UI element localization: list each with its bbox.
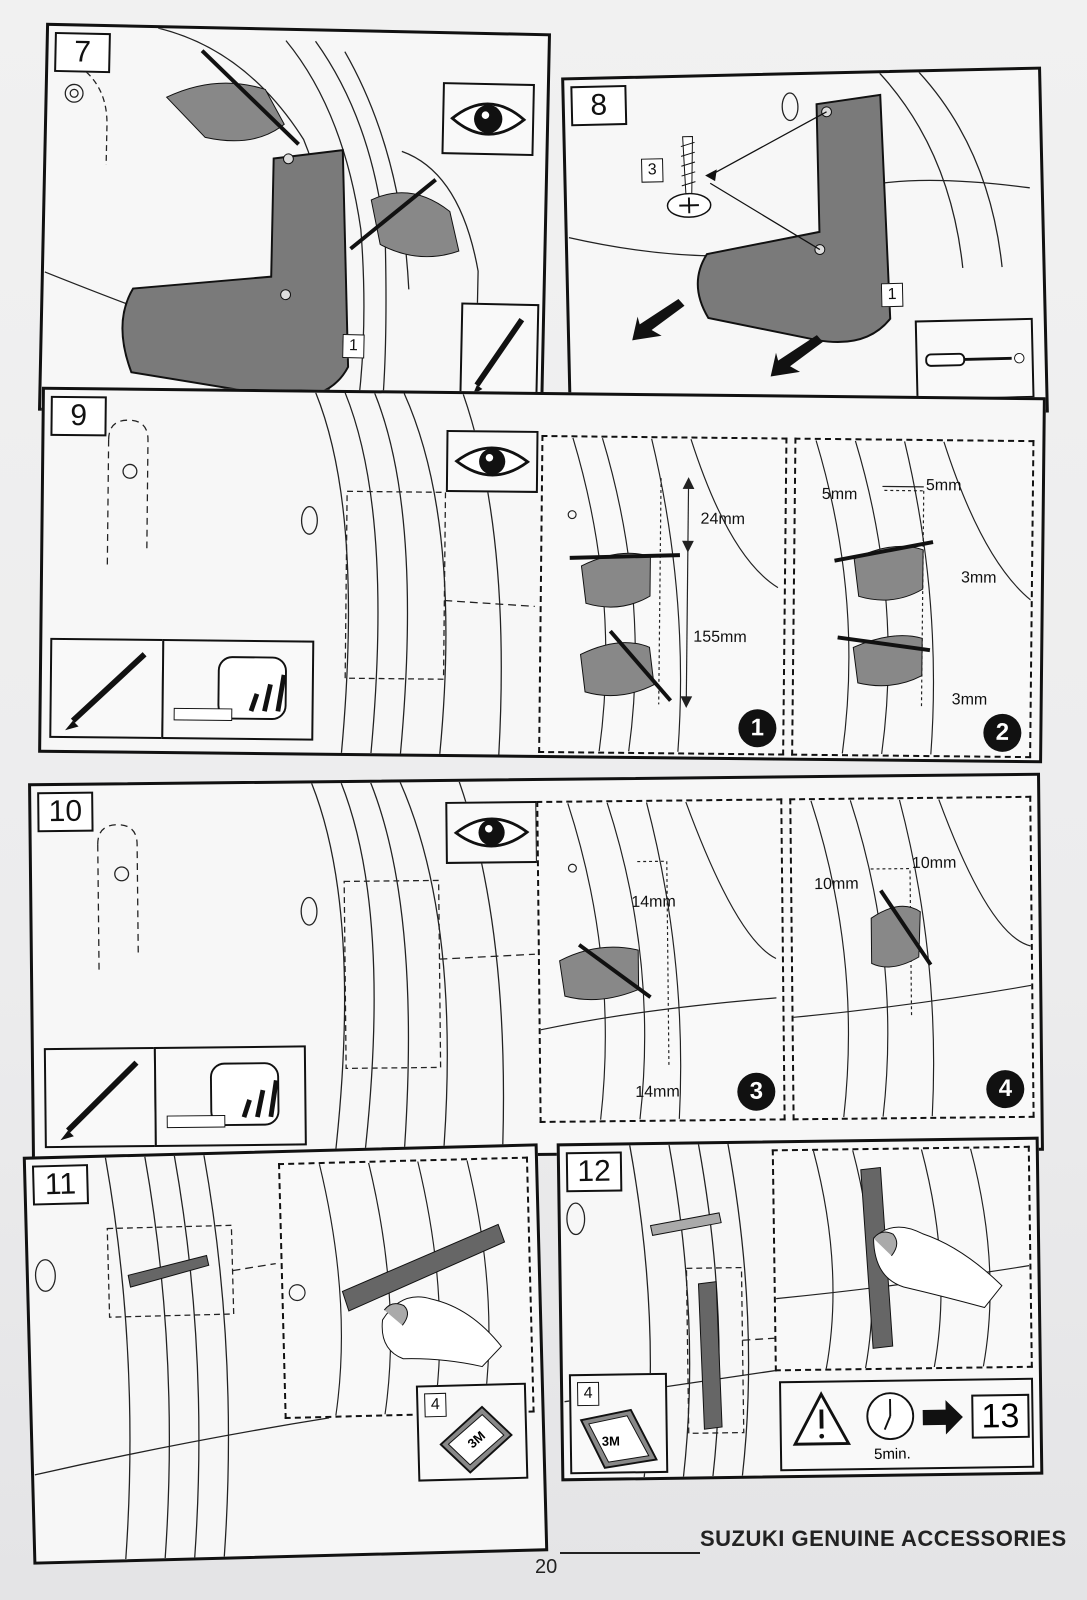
warning-icon bbox=[792, 1391, 852, 1446]
wait-icons bbox=[792, 1391, 963, 1446]
step-10-detail-3: 14mm 14mm 3 bbox=[536, 798, 786, 1123]
detail-marker: 2 bbox=[983, 713, 1022, 753]
wait-instruction-inset: 5min. 13 bbox=[779, 1377, 1035, 1472]
pencil-icon bbox=[60, 1060, 139, 1141]
detail-marker: 3 bbox=[737, 1072, 776, 1111]
clock-icon bbox=[866, 1392, 915, 1441]
tape-measure-inset bbox=[153, 1045, 307, 1148]
measure-gap-top-label: 3mm bbox=[960, 569, 997, 587]
step-11-panel: 11 4 3M bbox=[22, 1143, 549, 1565]
measure-gap-bottom-label: 3mm bbox=[951, 691, 988, 709]
measure-left-label: 5mm bbox=[821, 485, 858, 504]
pencil-icon bbox=[472, 318, 525, 395]
eye-icon bbox=[450, 102, 527, 136]
step-8-illustration bbox=[568, 71, 1030, 377]
step-number: 11 bbox=[31, 1164, 90, 1206]
page-number: 20 bbox=[535, 1556, 558, 1578]
step-7-illustration bbox=[44, 27, 479, 415]
detail-2-illustration bbox=[815, 440, 1032, 755]
tape-measure-inset bbox=[161, 639, 315, 741]
detail-marker: 1 bbox=[738, 709, 777, 748]
step-12-detail-apply bbox=[771, 1145, 1033, 1372]
step-9-overview-illustration bbox=[106, 392, 535, 755]
measure-top-label: 24mm bbox=[700, 510, 746, 529]
screw-icon bbox=[666, 135, 712, 218]
step-number: 12 bbox=[565, 1151, 623, 1193]
detail-3-illustration bbox=[540, 801, 777, 1120]
apply-tape-vertical-illustration bbox=[776, 1148, 1030, 1369]
step-9-detail-2: 5mm 5mm 3mm 3mm 2 bbox=[791, 437, 1035, 759]
step-number: 9 bbox=[50, 395, 107, 437]
inspect-eye-inset bbox=[445, 800, 538, 864]
footer-brand: SUZUKI GENUINE ACCESSORIES bbox=[700, 1526, 1067, 1551]
inspect-eye-inset bbox=[445, 429, 539, 493]
step-8-panel: 8 3 1 bbox=[561, 66, 1049, 424]
step-number: 10 bbox=[37, 791, 94, 833]
step-12-illustration bbox=[564, 1143, 859, 1478]
step-number: 7 bbox=[54, 31, 111, 74]
tape-measure-icon bbox=[166, 1062, 280, 1129]
arrow-right-icon bbox=[922, 1400, 963, 1435]
adhesive-pad-icon bbox=[439, 1405, 513, 1474]
step-12-panel: 12 4 3M bbox=[556, 1136, 1044, 1482]
part-label-adhesive-pad: 4 bbox=[424, 1392, 447, 1418]
adhesive-pad-icon bbox=[579, 1408, 658, 1469]
detail-1-illustration bbox=[567, 437, 779, 752]
detail-marker: 4 bbox=[986, 1069, 1025, 1109]
eye-icon bbox=[453, 817, 530, 848]
step-10-panel: 10 bbox=[28, 772, 1044, 1162]
apply-tape-illustration bbox=[288, 1160, 506, 1416]
detail-4-illustration bbox=[793, 799, 1032, 1118]
adhesive-pad-inset: 4 3M bbox=[415, 1382, 529, 1482]
step-9-detail-1: 24mm 155mm 1 bbox=[538, 434, 788, 756]
measure-bottom-label: 14mm bbox=[635, 1083, 680, 1101]
measure-right-label: 5mm bbox=[925, 477, 962, 495]
screwdriver-tool-inset bbox=[914, 317, 1035, 401]
adhesive-brand-label: 3M bbox=[601, 1433, 620, 1449]
pencil-tool-inset bbox=[49, 637, 165, 740]
part-label-mudflap: 1 bbox=[880, 282, 904, 308]
part-label-adhesive-pad: 4 bbox=[576, 1381, 600, 1407]
pencil-icon bbox=[65, 652, 147, 731]
eye-icon bbox=[454, 446, 531, 477]
screwdriver-icon bbox=[925, 352, 1025, 367]
pencil-tool-inset bbox=[43, 1046, 157, 1149]
next-step-reference: 13 bbox=[971, 1393, 1030, 1439]
measure-right-label: 10mm bbox=[911, 854, 957, 873]
part-label-mudflap: 1 bbox=[342, 334, 365, 359]
wait-time-label: 5min. bbox=[873, 1445, 911, 1463]
footer-divider bbox=[560, 1552, 700, 1554]
measure-top-label: 14mm bbox=[631, 893, 676, 911]
step-10-overview-illustration bbox=[97, 781, 535, 1156]
measure-left-label: 10mm bbox=[814, 875, 859, 894]
tape-measure-icon bbox=[173, 656, 287, 721]
step-number: 8 bbox=[570, 85, 628, 127]
step-10-detail-4: 10mm 10mm 4 bbox=[789, 795, 1035, 1121]
adhesive-pad-inset: 4 3M bbox=[568, 1372, 669, 1475]
part-label-screw: 3 bbox=[640, 158, 664, 183]
step-11-detail-apply bbox=[278, 1156, 535, 1420]
step-11-illustration bbox=[34, 1154, 330, 1560]
step-7-panel: 7 1 bbox=[37, 22, 552, 422]
step-9-panel: 9 bbox=[38, 386, 1046, 764]
inspect-eye-inset bbox=[441, 82, 535, 156]
measure-length-label: 155mm bbox=[693, 628, 747, 647]
pencil-tool-inset bbox=[459, 302, 540, 405]
